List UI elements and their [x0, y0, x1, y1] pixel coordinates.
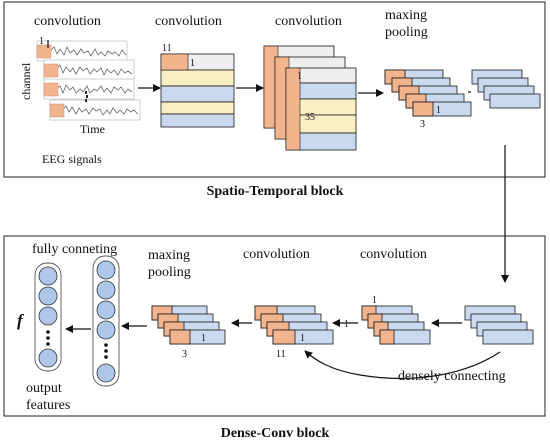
top-pool-num-3: 3	[420, 119, 425, 130]
top-conv1-band-4	[160, 101, 235, 115]
bottom-conv1-kernel-4	[272, 329, 296, 345]
bottom-pool-num-1: 1	[201, 333, 206, 344]
bottom-input-sheet-4	[482, 329, 534, 345]
bottom-pool-stack: 1 3	[151, 305, 226, 360]
conv1-label: convolution	[34, 14, 101, 29]
pool-label-1: maxing	[385, 8, 427, 23]
fc-output-dot-1	[46, 330, 50, 334]
bottom-conv1-label: convolution	[243, 247, 310, 262]
fc-hidden-frame	[92, 255, 120, 387]
fc-output-frame	[34, 262, 62, 372]
output-label-2: features	[26, 398, 70, 413]
fc-hidden-dot-3	[104, 355, 108, 359]
eeg-signals: 1 channel Time EEG signals	[19, 36, 141, 166]
eeg-kernel-4	[49, 103, 65, 118]
top-conv1-band-3	[160, 85, 235, 103]
top-conv2-num-1: 1	[297, 71, 302, 82]
top-conv2-stack: 1 35	[263, 45, 357, 151]
fc-output-neuron-1	[38, 266, 58, 286]
eeg-wave-3	[55, 84, 133, 95]
dense-conv-frame	[3, 235, 546, 417]
top-conv2-kernel-front	[285, 67, 301, 151]
bottom-conv2-kernel-4	[379, 329, 395, 345]
pool-label-2: pooling	[385, 25, 428, 40]
fc-hidden-neuron-2	[96, 280, 116, 300]
fc-output-dot-2	[46, 336, 50, 340]
spatio-temporal-title: Spatio-Temporal block	[207, 184, 344, 199]
eeg-caption: EEG signals	[42, 152, 102, 166]
bottom-conv2-label: convolution	[360, 247, 427, 262]
top-pool-kernel-5	[412, 101, 434, 117]
top-conv1-map: 11 1	[160, 43, 235, 128]
bottom-conv1-num-11: 11	[276, 349, 286, 360]
conv3-label: convolution	[275, 14, 342, 29]
bottom-conv1-stack: 1 11	[254, 305, 334, 360]
fc-column-hidden	[92, 255, 120, 387]
fc-output-neuron-4	[38, 348, 58, 368]
bottom-pool-label-1: maxing	[148, 248, 190, 263]
eeg-wave-4	[61, 105, 139, 116]
dense-conv-title: Dense-Conv block	[221, 426, 330, 441]
top-conv1-band-5	[160, 113, 235, 128]
densely-connecting-arrow	[304, 350, 501, 380]
spatio-temporal-frame	[3, 1, 546, 178]
channel-axis-label: channel	[19, 62, 33, 100]
fc-hidden-dot-2	[104, 349, 108, 353]
top-conv1-band-2	[160, 69, 235, 87]
fc-hidden-neuron-1	[96, 260, 116, 280]
bottom-input-stack	[464, 305, 534, 345]
bottom-conv2-num-top: 1	[372, 295, 377, 306]
fc-hidden-neuron-4	[96, 320, 116, 340]
eeg-kernel-1	[36, 44, 52, 59]
fc-output-neuron-3	[38, 306, 58, 326]
bottom-conv2-stack: 1 1	[344, 295, 431, 345]
top-conv2-num-35: 35	[305, 112, 315, 123]
fc-hidden-neuron-3	[96, 300, 116, 320]
eeg-kernel-2	[43, 63, 59, 78]
fc-label: fully conneting	[32, 242, 117, 257]
eeg-wave-2	[55, 64, 133, 76]
output-label-1: output	[26, 381, 62, 396]
conv2-label: convolution	[155, 14, 222, 29]
top-conv1-num-1: 1	[190, 58, 195, 69]
time-axis-label: Time	[80, 122, 105, 136]
bottom-pool-label-2: pooling	[148, 265, 191, 280]
top-conv1-kernel	[160, 53, 189, 71]
top-output-stack	[471, 69, 541, 109]
top-pool-stack: 1 3	[384, 69, 472, 130]
fc-output-neuron-2	[38, 286, 58, 306]
top-output-sheet-4	[489, 93, 541, 109]
bottom-pool-kernel-4	[169, 329, 191, 345]
bottom-pool-num-3: 3	[182, 349, 187, 360]
densely-connecting-label: densely connecting	[398, 369, 506, 384]
fc-hidden-neuron-5	[96, 363, 116, 383]
fc-output-dot-3	[46, 342, 50, 346]
eeg-wave-1	[49, 46, 127, 57]
eeg-dots	[85, 91, 88, 102]
fc-column-output	[34, 262, 62, 372]
fc-hidden-dot-1	[104, 343, 108, 347]
top-conv1-num-11: 11	[162, 43, 172, 54]
eeg-num-1: 1	[39, 36, 44, 47]
bottom-conv1-num-1: 1	[300, 333, 305, 344]
bottom-conv2-num-left: 1	[344, 319, 349, 330]
f-symbol: f	[17, 311, 25, 330]
eeg-kernel-3	[43, 82, 59, 97]
top-pool-num-1: 1	[436, 105, 441, 116]
